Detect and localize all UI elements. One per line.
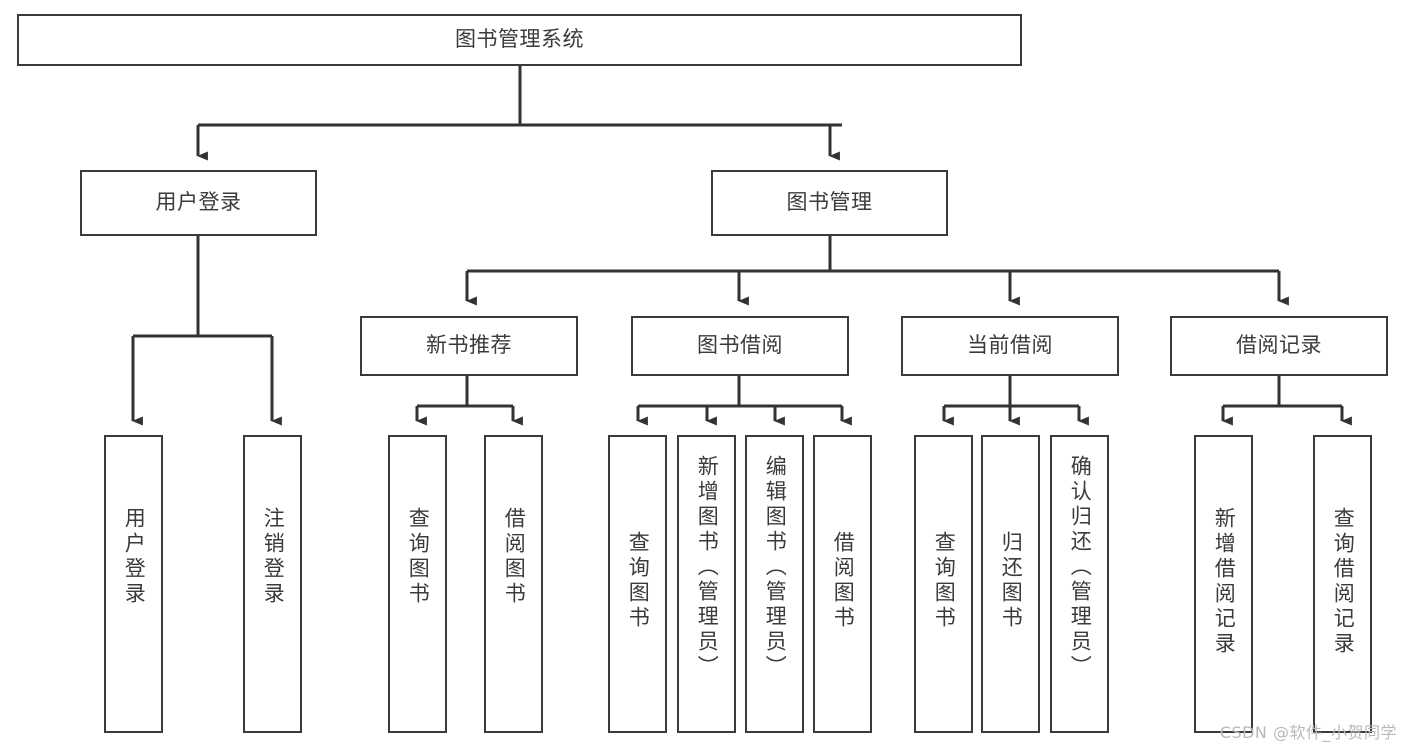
leaf-label: 新增图书（管理员） xyxy=(695,455,720,680)
leaf-label: 查询图书 xyxy=(626,531,651,631)
leaf-book-borrow-edit-book-admin[interactable]: 编辑图书（管理员） xyxy=(745,435,804,733)
node-current-borrow[interactable]: 当前借阅 xyxy=(901,316,1119,376)
node-label: 图书借阅 xyxy=(697,333,783,358)
leaf-book-borrow-borrow-book[interactable]: 借阅图书 xyxy=(813,435,872,733)
node-label: 当前借阅 xyxy=(967,333,1053,358)
node-borrow-record[interactable]: 借阅记录 xyxy=(1170,316,1388,376)
leaf-current-borrow-confirm-return-admin[interactable]: 确认归还（管理员） xyxy=(1050,435,1109,733)
leaf-new-book-borrow-book[interactable]: 借阅图书 xyxy=(484,435,543,733)
leaf-current-borrow-return-book[interactable]: 归还图书 xyxy=(981,435,1040,733)
leaf-label: 用户登录 xyxy=(122,507,147,607)
leaf-user-login-login[interactable]: 用户登录 xyxy=(104,435,163,733)
leaf-borrow-record-add-record[interactable]: 新增借阅记录 xyxy=(1194,435,1253,733)
node-new-book-recommend[interactable]: 新书推荐 xyxy=(360,316,578,376)
leaf-user-login-logout[interactable]: 注销登录 xyxy=(243,435,302,733)
leaf-current-borrow-query-book[interactable]: 查询图书 xyxy=(914,435,973,733)
leaf-label: 新增借阅记录 xyxy=(1212,507,1237,657)
leaf-borrow-record-query-record[interactable]: 查询借阅记录 xyxy=(1313,435,1372,733)
node-book-borrow[interactable]: 图书借阅 xyxy=(631,316,849,376)
leaf-label: 确认归还（管理员） xyxy=(1068,455,1093,680)
leaf-label: 查询图书 xyxy=(932,531,957,631)
leaf-label: 归还图书 xyxy=(999,531,1024,631)
node-label: 用户登录 xyxy=(155,190,242,215)
leaf-label: 编辑图书（管理员） xyxy=(763,455,788,680)
leaf-label: 注销登录 xyxy=(261,507,286,607)
leaf-new-book-query-book[interactable]: 查询图书 xyxy=(388,435,447,733)
leaf-label: 借阅图书 xyxy=(502,507,527,607)
node-book-management[interactable]: 图书管理 xyxy=(711,170,948,236)
leaf-book-borrow-query-book[interactable]: 查询图书 xyxy=(608,435,667,733)
leaf-label: 查询图书 xyxy=(406,507,431,607)
node-root-book-management-system[interactable]: 图书管理系统 xyxy=(17,14,1022,66)
leaf-book-borrow-add-book-admin[interactable]: 新增图书（管理员） xyxy=(677,435,736,733)
node-label: 图书管理 xyxy=(786,190,873,215)
leaf-label: 借阅图书 xyxy=(831,531,856,631)
node-user-login[interactable]: 用户登录 xyxy=(80,170,317,236)
watermark: CSDN @软件_小贺同学 xyxy=(1219,723,1397,742)
node-label: 借阅记录 xyxy=(1236,333,1322,358)
node-label: 图书管理系统 xyxy=(455,27,584,52)
node-label: 新书推荐 xyxy=(426,333,512,358)
leaf-label: 查询借阅记录 xyxy=(1331,507,1356,657)
